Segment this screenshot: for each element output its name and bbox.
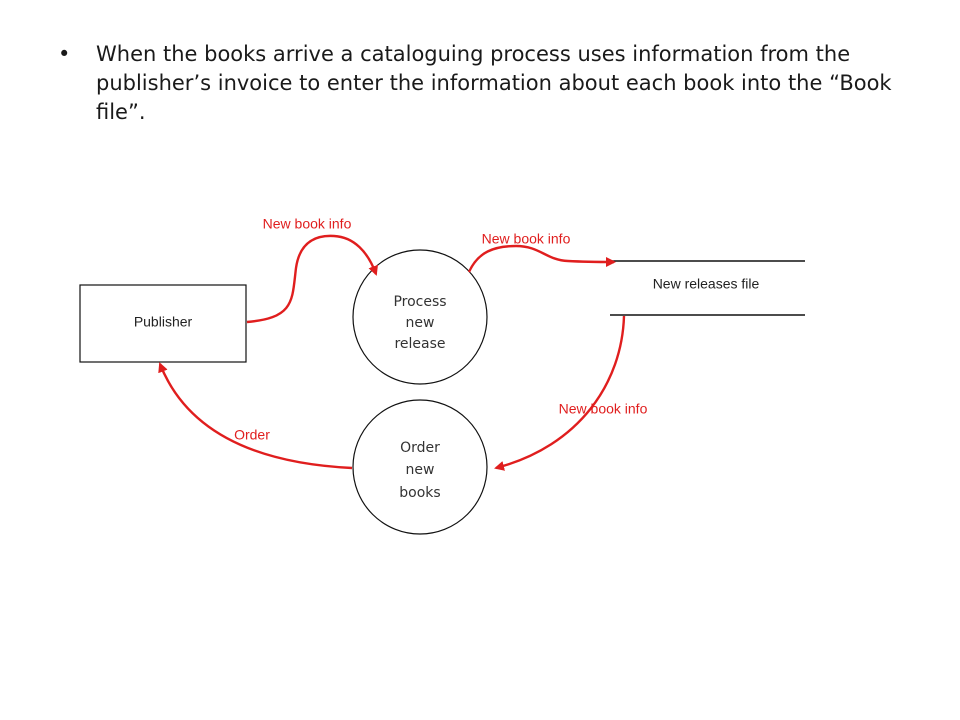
flow-publisher-to-process: New book info	[246, 216, 378, 324]
order-new-books-circle	[352, 399, 488, 535]
process-new-release-line-1: Process	[393, 294, 446, 310]
flow-publisher-to-process-arrow	[246, 234, 378, 324]
flow-process-to-store-arrow	[467, 244, 616, 273]
publisher-label: Publisher	[134, 314, 193, 330]
flow-process-to-store: New book info	[467, 231, 616, 273]
flow-order-to-publisher-arrow	[158, 362, 353, 470]
publisher-box	[79, 284, 247, 363]
flow-process-to-store-label: New book info	[482, 231, 571, 247]
order-new-books-line-1: Order	[400, 440, 440, 456]
flow-order-to-publisher: Order	[158, 362, 353, 470]
process-new-release-line-3: release	[394, 336, 445, 352]
process-new-release: Process new release	[352, 249, 488, 385]
order-new-books-line-3: books	[399, 485, 440, 501]
order-new-books-line-2: new	[406, 462, 435, 478]
process-new-release-circle	[352, 249, 488, 385]
publisher-entity: Publisher	[79, 284, 247, 363]
new-releases-file-store: New releases file	[610, 260, 805, 316]
bullet-symbol: •	[58, 42, 71, 66]
new-releases-file-label: New releases file	[653, 276, 760, 292]
flow-publisher-to-process-label: New book info	[263, 216, 352, 232]
bullet-text: When the books arrive a cataloguing proc…	[96, 42, 892, 124]
flow-store-to-order-label: New book info	[559, 401, 648, 417]
flow-order-to-publisher-label: Order	[234, 427, 270, 443]
process-new-release-line-2: new	[406, 315, 435, 331]
order-new-books: Order new books	[352, 399, 488, 535]
flow-store-to-order: New book info	[494, 315, 648, 471]
flow-store-to-order-arrow	[494, 315, 626, 471]
